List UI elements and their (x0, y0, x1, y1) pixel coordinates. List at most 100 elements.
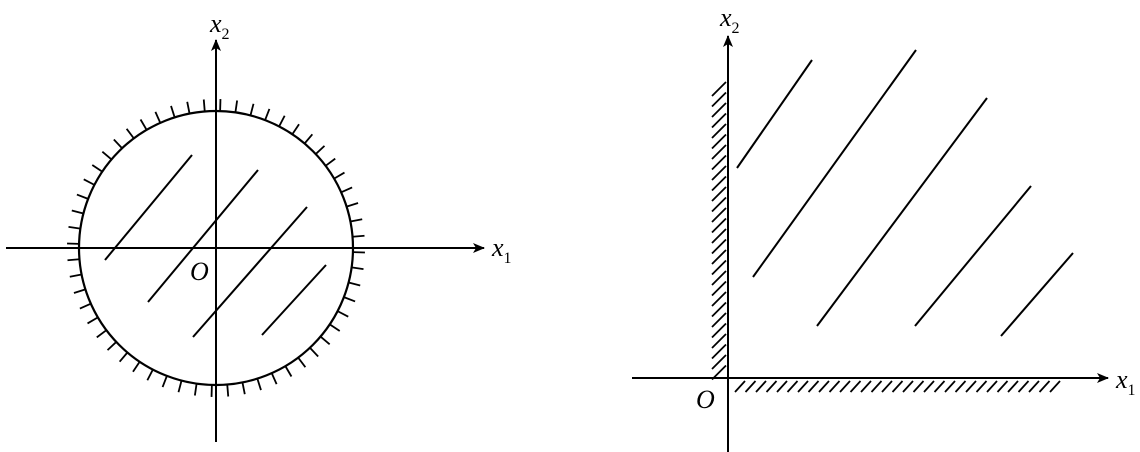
y-boundary-hatch-tick (711, 123, 727, 139)
circle-boundary-tick (352, 234, 365, 238)
x-boundary-hatch-tick (870, 380, 883, 393)
y-boundary-hatch-tick (711, 343, 727, 360)
circle-boundary-tick (79, 302, 92, 310)
left-x-axis-label: x1 (491, 233, 512, 267)
y-boundary-hatch-tick (711, 322, 727, 339)
circle-boundary-tick (193, 383, 198, 396)
y-boundary-hatch-tick (711, 112, 727, 129)
circle-boundary-tick (118, 351, 129, 363)
y-boundary-hatch-tick (711, 312, 727, 328)
x-boundary-hatch-tick (975, 380, 988, 393)
x-boundary-hatch-tick (965, 380, 977, 393)
circle-boundary-tick (315, 145, 326, 155)
circle-boundary-tick (346, 202, 359, 208)
circle-boundary-tick (71, 209, 84, 215)
y-boundary-hatch-tick (711, 196, 727, 213)
left-origin-label: O (190, 257, 209, 286)
right-hatch-line (736, 59, 813, 169)
circle-boundary-tick (348, 281, 361, 287)
circle-boundary-tick (309, 347, 319, 358)
circle-boundary-tick (106, 341, 117, 351)
circle-boundary-tick (113, 138, 123, 149)
x-boundary-hatch-tick (744, 380, 757, 393)
right-x-axis-label: x1 (1115, 365, 1136, 399)
circle-boundary-tick (297, 357, 307, 368)
circle-boundary-tick (291, 123, 300, 135)
x-boundary-hatch-tick (1038, 380, 1051, 393)
circle-boundary-tick (343, 296, 356, 303)
circle-boundary-tick (67, 258, 80, 262)
x-boundary-hatch-tick (786, 380, 799, 393)
circle-boundary-tick (73, 288, 86, 294)
circle-boundary-tick (329, 323, 341, 332)
circle-boundary-tick (340, 186, 353, 194)
circle-boundary-tick (170, 105, 176, 118)
circle-boundary-tick (125, 128, 135, 139)
circle-boundary-tick (202, 99, 206, 112)
right-hatch-line (1000, 252, 1074, 337)
x-boundary-hatch-tick (912, 380, 925, 393)
circle-boundary-tick (91, 164, 103, 173)
circle-boundary-tick (161, 375, 168, 388)
x-boundary-hatch-tick (797, 380, 809, 393)
circle-boundary-tick (177, 380, 183, 393)
right-x-boundary-hatch (734, 380, 1061, 393)
right-origin-label: O (696, 385, 715, 414)
y-boundary-hatch-tick (711, 259, 727, 276)
x-boundary-hatch-tick (755, 380, 767, 393)
y-boundary-hatch-tick (711, 280, 727, 297)
x-boundary-hatch-tick (1007, 380, 1019, 393)
circle-boundary-tick (186, 101, 191, 114)
x-boundary-hatch-tick (860, 380, 872, 393)
left-hatch-lines (104, 154, 327, 338)
x-boundary-hatch-tick (933, 380, 946, 393)
circle-boundary-tick (256, 378, 262, 391)
y-boundary-hatch-tick (711, 364, 727, 381)
left-hatch-line (261, 264, 327, 336)
circle-boundary-tick (101, 150, 113, 161)
y-boundary-hatch-tick (711, 207, 727, 223)
y-boundary-hatch-tick (711, 91, 727, 108)
y-boundary-hatch-tick (711, 354, 727, 370)
x-boundary-hatch-tick (1028, 380, 1040, 393)
circle-boundary-tick (351, 266, 364, 271)
left-hatch-line (192, 206, 308, 338)
circle-boundary-tick (234, 100, 239, 113)
left-hatch-line (104, 154, 193, 261)
y-boundary-hatch-tick (711, 102, 727, 118)
y-boundary-hatch-tick (711, 270, 727, 286)
x-boundary-hatch-tick (923, 380, 935, 393)
circle-boundary-tick (350, 218, 363, 223)
y-boundary-hatch-tick (711, 333, 727, 349)
circle-boundary-tick (241, 382, 246, 395)
x-boundary-hatch-tick (891, 380, 904, 393)
y-boundary-hatch-tick (711, 133, 727, 150)
x-boundary-hatch-tick (839, 380, 851, 393)
circle-boundary-tick (264, 108, 271, 121)
circle-boundary-tick (132, 361, 141, 373)
circle-boundary-tick (319, 335, 331, 346)
x-boundary-hatch-tick (954, 380, 967, 393)
left-y-axis-label: x2 (209, 9, 230, 43)
circle-boundary-tick (96, 329, 107, 339)
circle-boundary-tick (87, 316, 99, 325)
circle-boundary-tick (226, 384, 230, 397)
circle-boundary-tick (303, 133, 314, 145)
y-boundary-hatch-tick (711, 228, 727, 244)
right-y-boundary-hatch (711, 81, 727, 381)
y-boundary-hatch-tick (711, 301, 727, 318)
y-boundary-hatch-tick (711, 249, 727, 265)
x-boundary-hatch-tick (849, 380, 862, 393)
x-boundary-hatch-tick (902, 380, 914, 393)
circle-boundary-tick (270, 372, 278, 385)
x-boundary-hatch-tick (734, 380, 746, 393)
y-boundary-hatch-tick (711, 186, 727, 202)
circle-boundary-tick (83, 178, 95, 186)
right-figure: x1 x2 O (632, 3, 1136, 452)
y-boundary-hatch-tick (711, 154, 727, 171)
y-boundary-hatch-tick (711, 217, 727, 234)
circle-boundary-tick (278, 115, 286, 127)
x-boundary-hatch-tick (1049, 380, 1061, 393)
y-boundary-hatch-tick (711, 81, 727, 97)
